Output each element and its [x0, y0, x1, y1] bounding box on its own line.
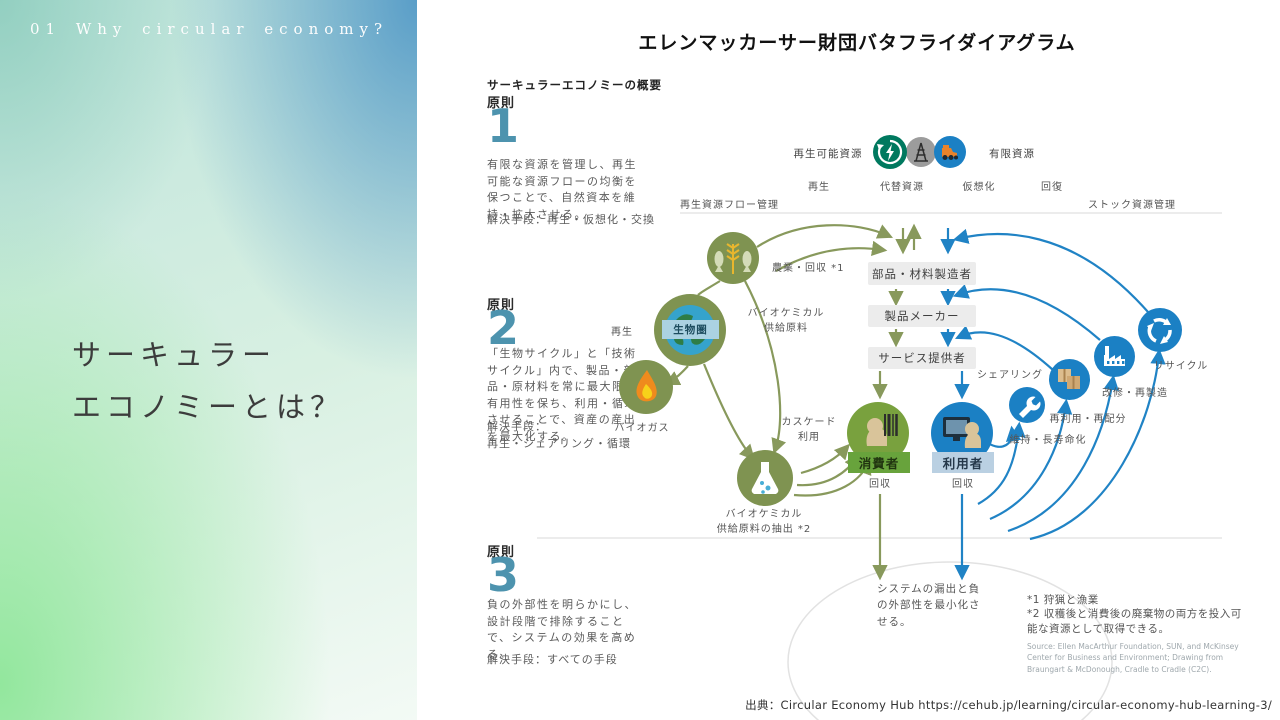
remanufacture-label: 改修・再製造 [1102, 388, 1168, 399]
redistribute-label: 再利用・再配分 [1049, 414, 1127, 425]
renewables-flow-heading: 再生資源フロー管理 [680, 200, 779, 211]
principle-1-body: 有限な資源を管理し、再生可能な資源フローの均衡を保つことで、自然資本を維持・拡大… [487, 158, 637, 221]
farming-fishing-icon [707, 232, 759, 284]
footnote-2: *2 収穫後と消費後の廃棄物の両方を投入可 能な資源として取得できる。 [1027, 608, 1242, 636]
principle-3-solution: 解決手段：すべての手段 [487, 653, 618, 666]
left-panel: 01 Why circular economy? サーキュラー エコノミーとは？ [0, 0, 417, 720]
principle-2-number: 2 [487, 301, 520, 355]
service-provider-box: サービス提供者 [868, 347, 976, 369]
principle-3-body: 負の外部性を明らかにし、設計段階で排除することで、システムの効果を高める。 [487, 598, 637, 661]
principle-3-label: 原則 [487, 545, 516, 560]
farming-collection-label: 農業・回収 *1 [772, 263, 845, 274]
cascade-use-label: カスケード 利用 [781, 417, 837, 443]
diagram-title: エレンマッカーサー財団バタフライダイアグラム [638, 32, 1076, 54]
user-collection-label: 回収 [952, 479, 974, 490]
mining-truck-icon [934, 136, 966, 168]
consumer-tag: 消費者 [848, 452, 910, 473]
parts-manufacturer-box: 部品・材料製造者 [868, 262, 976, 285]
principle-1-number: 1 [487, 99, 520, 153]
recycle-label: リサイクル [1153, 361, 1209, 372]
principle-2-solution: 解決手段： 再生・シェアリング・循環 [487, 420, 631, 450]
flask-icon [737, 450, 793, 506]
oil-derrick-icon [906, 137, 936, 167]
product-maker-box: 製品メーカー [868, 305, 976, 327]
recycle-icon [1138, 308, 1182, 352]
principle-1-solution: 解決手段：再生・仮想化・交換 [487, 213, 655, 226]
finite-resources-label: 有限資源 [989, 148, 1035, 160]
biochemical-feedstock-label: バイオケミカル 供給原料 [747, 308, 825, 334]
feedstock-extraction-label: バイオケミカル 供給原料の抽出 *2 [716, 509, 812, 535]
principle-2-body: 「生物サイクル」と「技術サイクル」内で、製品・部品・原材料を常に最大限の有用性を… [487, 347, 637, 443]
principle-3-number: 3 [487, 548, 520, 602]
restore-label: 回復 [1041, 182, 1063, 193]
sharing-label: シェアリング [977, 370, 1043, 381]
citation-link: 出典：Circular Economy Hub https://cehub.jp… [745, 698, 1272, 712]
factory-icon [1094, 336, 1135, 377]
substitute-label: 代替資源 [880, 182, 924, 193]
virtualize-label: 仮想化 [962, 182, 996, 193]
maintain-label: 維持・長寿命化 [1009, 435, 1087, 446]
regenerate-label: 再生 [808, 182, 830, 193]
user-tag: 利用者 [932, 452, 994, 473]
principle-2-label: 原則 [487, 298, 516, 313]
wrench-icon [1009, 387, 1045, 423]
stock-management-heading: ストック資源管理 [1088, 200, 1176, 211]
consumer-collection-label: 回収 [869, 479, 891, 490]
boxes-icon [1049, 359, 1090, 400]
biogas-flame-icon [619, 360, 673, 414]
footnote-1: *1 狩猟と漁業 [1027, 594, 1099, 606]
slide-title: サーキュラー エコノミーとは？ [72, 338, 345, 424]
section-kicker: 01 Why circular economy? [30, 20, 389, 38]
source-attribution: Source: Ellen MacArthur Foundation, SUN,… [1027, 642, 1239, 674]
renewable-energy-icon [873, 135, 907, 169]
leakage-note: システムの漏出と負 の外部性を最小化さ せる。 [877, 583, 981, 628]
bio-regenerate-label: 再生 [611, 327, 633, 338]
overview-heading: サーキュラーエコノミーの概要 [487, 78, 662, 92]
biogas-label: バイオガス [614, 423, 670, 434]
renewable-resources-label: 再生可能資源 [793, 148, 863, 160]
biosphere-tag: 生物圏 [662, 320, 719, 339]
principle-1-label: 原則 [487, 96, 516, 111]
